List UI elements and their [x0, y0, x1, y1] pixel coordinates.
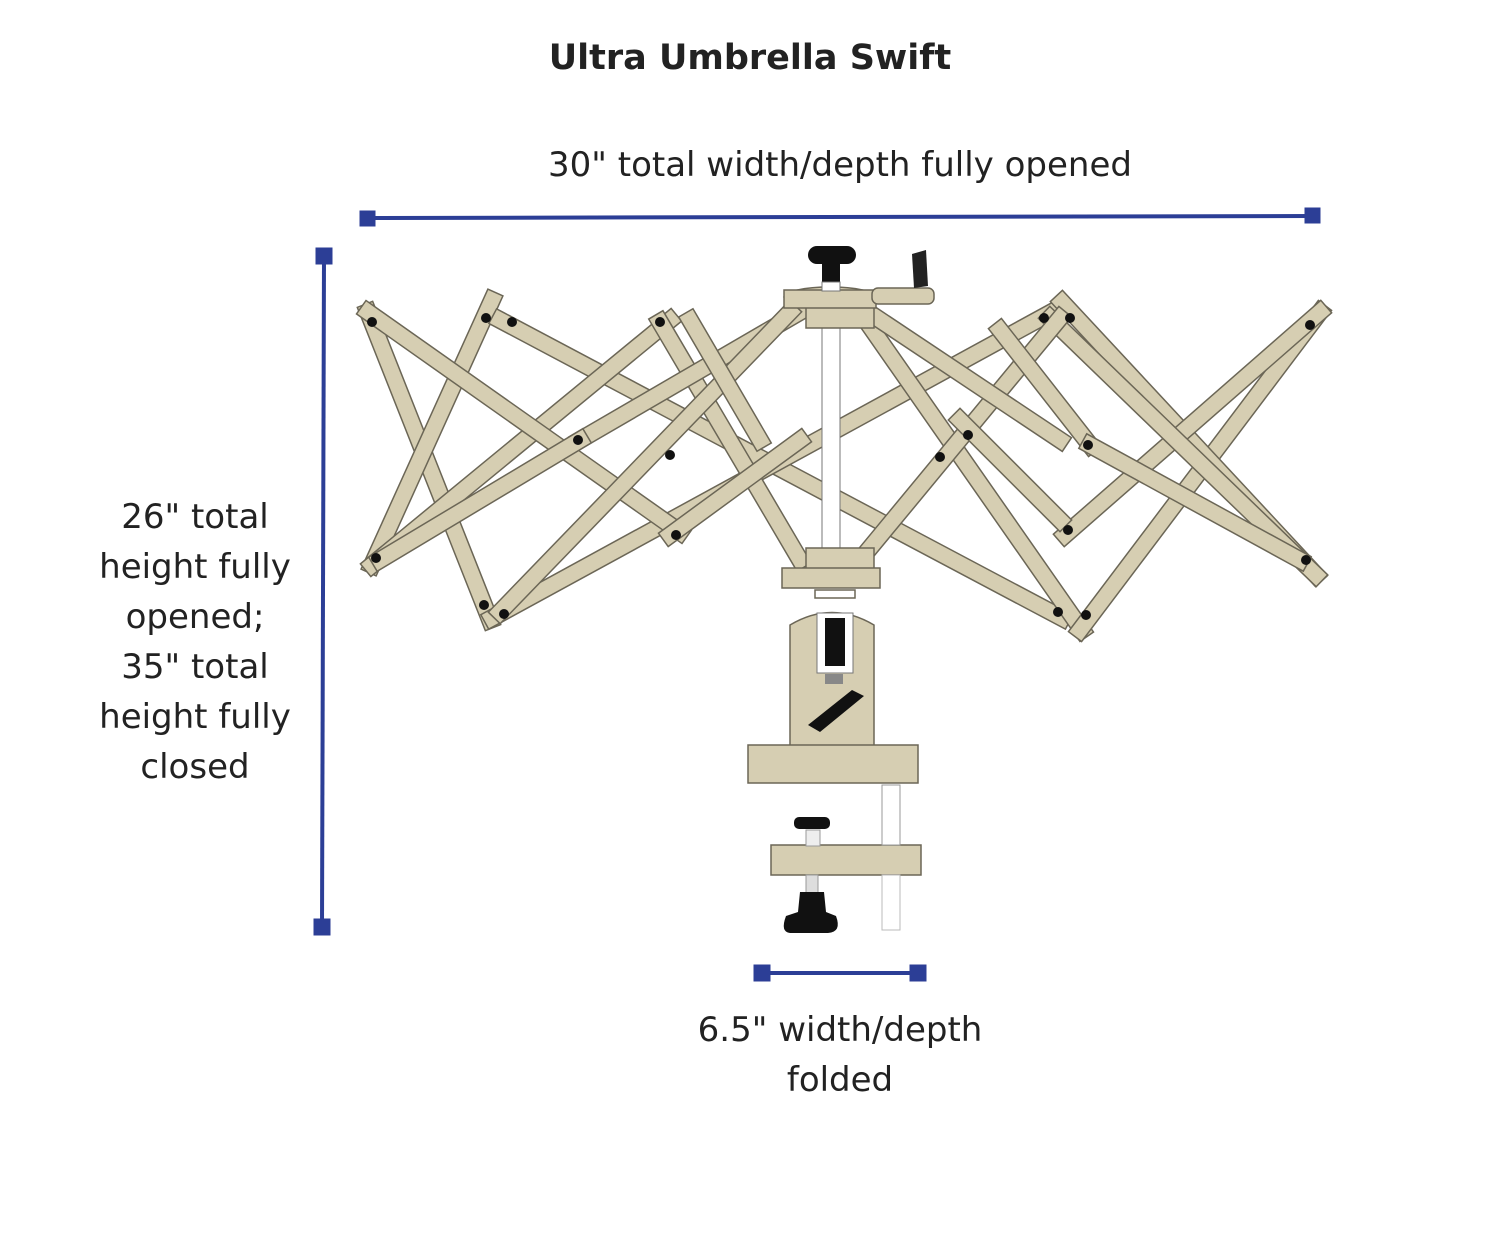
- lattice-arm: [849, 301, 1093, 641]
- lattice-arm: [949, 409, 1071, 531]
- pivot-pin: [573, 435, 583, 445]
- height-label-line: opened;: [125, 597, 265, 637]
- lattice-arm: [659, 429, 811, 546]
- lattice-arm: [989, 319, 1101, 456]
- crank-handle: [912, 250, 928, 288]
- pivot-pin: [367, 317, 377, 327]
- pivot-pin: [963, 430, 973, 440]
- lattice-arm: [358, 302, 500, 630]
- pivot-pin: [1081, 610, 1091, 620]
- lattice-arm: [362, 290, 502, 575]
- small-knob: [794, 817, 830, 829]
- lattice-arm: [489, 301, 801, 623]
- lattice-arm: [857, 301, 1071, 451]
- height-label-line: height fully: [99, 547, 291, 587]
- center-shaft: [821, 319, 841, 561]
- lattice-arm: [679, 309, 771, 451]
- lattice-arm: [649, 311, 811, 571]
- pivot-pin: [499, 609, 509, 619]
- pivot-pin: [1301, 555, 1311, 565]
- height-label-line: 26" total: [121, 497, 269, 537]
- height-label-line: height fully: [99, 697, 291, 737]
- width-open-label: 30" total width/depth fully opened: [548, 145, 1132, 185]
- height-label: 26" total height fully opened; 35" total…: [80, 492, 310, 792]
- lattice-arm: [357, 301, 691, 543]
- top-hub: [783, 286, 935, 329]
- pivot-pin: [1053, 607, 1063, 617]
- pivot-pin: [1305, 320, 1315, 330]
- width-folded-label: 6.5" width/depth folded: [640, 1005, 1040, 1105]
- lattice-arms: [355, 288, 1333, 643]
- pivot-pin: [371, 553, 381, 563]
- width-folded-line: 6.5" width/depth: [697, 1010, 983, 1050]
- width-folded-line: folded: [786, 1060, 894, 1100]
- height-label-line: 35" total: [121, 647, 269, 687]
- pivot-pin: [479, 600, 489, 610]
- lattice-arm: [1039, 307, 1327, 586]
- pivot-pin: [1065, 313, 1075, 323]
- pivot-pin: [507, 317, 517, 327]
- pivot-pin: [1083, 440, 1093, 450]
- lattice-arm: [361, 309, 681, 576]
- height-label-line: closed: [140, 747, 250, 787]
- top-knob: [808, 246, 856, 264]
- pivot-pin: [671, 530, 681, 540]
- pivot-pin: [665, 450, 675, 460]
- pivot-pin: [1039, 313, 1049, 323]
- diagram-title: Ultra Umbrella Swift: [548, 38, 952, 78]
- pivot-pin: [481, 313, 491, 323]
- dimension-line-width-folded: [753, 964, 927, 982]
- dimension-line-height: [313, 247, 333, 936]
- clamp-screw: [881, 784, 901, 846]
- dimension-line-width-open: [359, 207, 1321, 227]
- bottom-hub: [781, 547, 881, 599]
- pivot-pins: [367, 313, 1315, 620]
- lattice-arm: [1079, 434, 1311, 571]
- tension-lever: [808, 690, 864, 732]
- lattice-arm: [369, 429, 591, 571]
- clamp-knob: [783, 892, 838, 933]
- pivot-pin: [1063, 525, 1073, 535]
- lattice-arm: [1054, 301, 1331, 546]
- pivot-pin: [655, 317, 665, 327]
- pivot-pin: [935, 452, 945, 462]
